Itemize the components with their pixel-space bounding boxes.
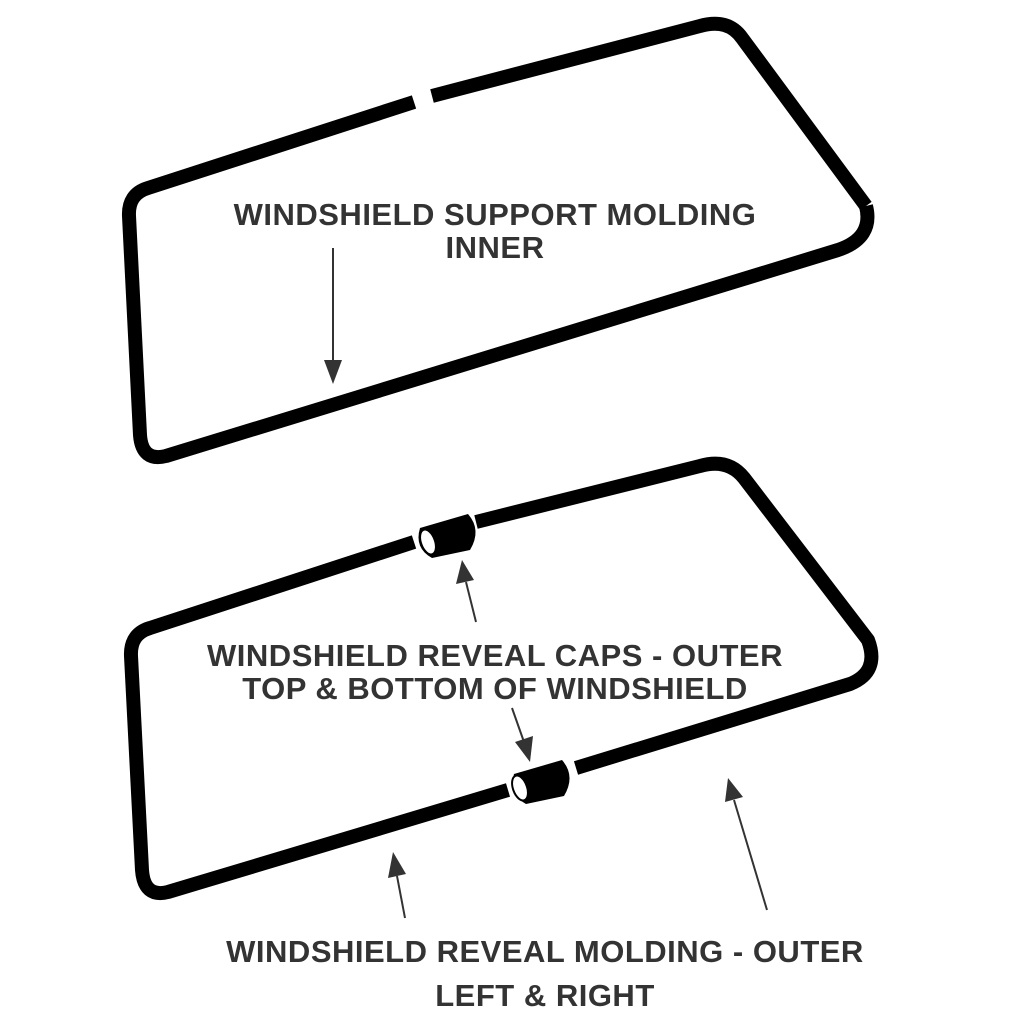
- inner-molding-arrow: [324, 248, 342, 384]
- inner-molding-left-piece: [121, 95, 875, 464]
- outer-molding-top-left: [123, 535, 511, 900]
- outer-reveal-molding: [123, 456, 879, 900]
- outer-molding-top-right: [474, 456, 879, 775]
- outer-molding-label-line1: WINDSHIELD REVEAL MOLDING - OUTER: [226, 934, 864, 969]
- inner-support-molding: [121, 16, 875, 464]
- caps-label-line1: WINDSHIELD REVEAL CAPS - OUTER: [207, 638, 783, 673]
- caps-label-line2: TOP & BOTTOM OF WINDSHIELD: [242, 671, 748, 706]
- bottom-reveal-cap: [511, 760, 570, 804]
- inner-molding-right-piece: [430, 16, 872, 211]
- inner-molding-label-line2: INNER: [446, 230, 545, 265]
- left-molding-arrow: [388, 852, 406, 919]
- inner-molding-label-line1: WINDSHIELD SUPPORT MOLDING: [234, 197, 757, 232]
- right-molding-arrow: [725, 778, 768, 911]
- bottom-cap-arrow: [511, 707, 533, 762]
- top-reveal-cap: [418, 514, 476, 558]
- outer-molding-label-line2: LEFT & RIGHT: [435, 978, 655, 1013]
- top-cap-arrow: [456, 560, 477, 623]
